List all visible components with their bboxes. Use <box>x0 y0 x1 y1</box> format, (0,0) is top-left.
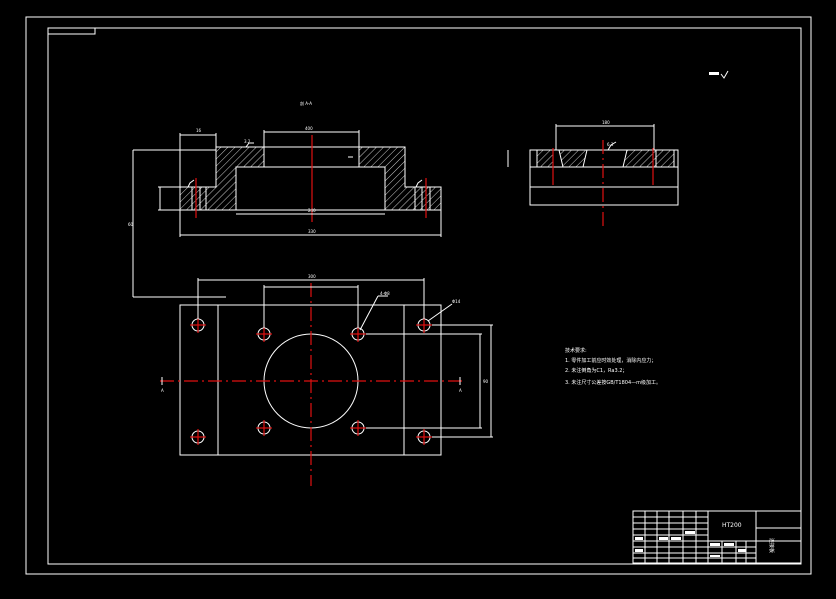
view-marker-left: A <box>161 388 164 393</box>
section-label: 剖 A-A <box>300 100 312 106</box>
tech-item-1: 1. 零件加工前应时效处理，消除内应力； <box>565 357 656 364</box>
dim-left-height: 60 <box>128 222 134 227</box>
inner-frame <box>47 27 802 565</box>
roughness-right: 6.3 <box>607 142 614 147</box>
dim-left-ledge: 16 <box>196 128 202 133</box>
tech-heading: 技术要求: <box>565 347 587 354</box>
tech-item-3: 3. 未注尺寸公差按GB/T1804—m级加工。 <box>565 379 661 386</box>
dim-bottom-total: 330 <box>308 229 316 234</box>
outer-frame <box>25 16 812 575</box>
material-label: HT200 <box>722 522 742 529</box>
dim-top-width: 400 <box>305 126 313 131</box>
dim-right-width: 180 <box>602 120 610 125</box>
view-marker-right: A <box>459 388 462 393</box>
roughness-left: 3.2 <box>244 139 251 144</box>
plan-hole-callout-2: Φ14 <box>452 299 461 304</box>
front-section-view: 400 16 330 240 60 3.2 <box>128 126 442 298</box>
corner-tag <box>47 27 96 35</box>
right-section-view: 180 6.3 <box>507 120 679 228</box>
roughness-symbol-top <box>709 70 729 79</box>
tech-item-2: 2. 未注倒角为C1，Ra3.2； <box>565 367 627 374</box>
dim-plan-right: 90 <box>483 379 489 384</box>
dim-inner-width: 240 <box>308 208 316 213</box>
plan-view: 300 90 4-Φ8 Φ14 A A <box>160 274 493 486</box>
part-name: 连接板 <box>768 538 775 553</box>
tech-requirements: 技术要求: 1. 零件加工前应时效处理，消除内应力； 2. 未注倒角为C1，Ra… <box>565 347 661 386</box>
plan-hole-callout: 4-Φ8 <box>380 291 390 296</box>
title-block: HT200 连接板 <box>632 510 802 564</box>
dim-plan-width: 300 <box>308 274 316 279</box>
